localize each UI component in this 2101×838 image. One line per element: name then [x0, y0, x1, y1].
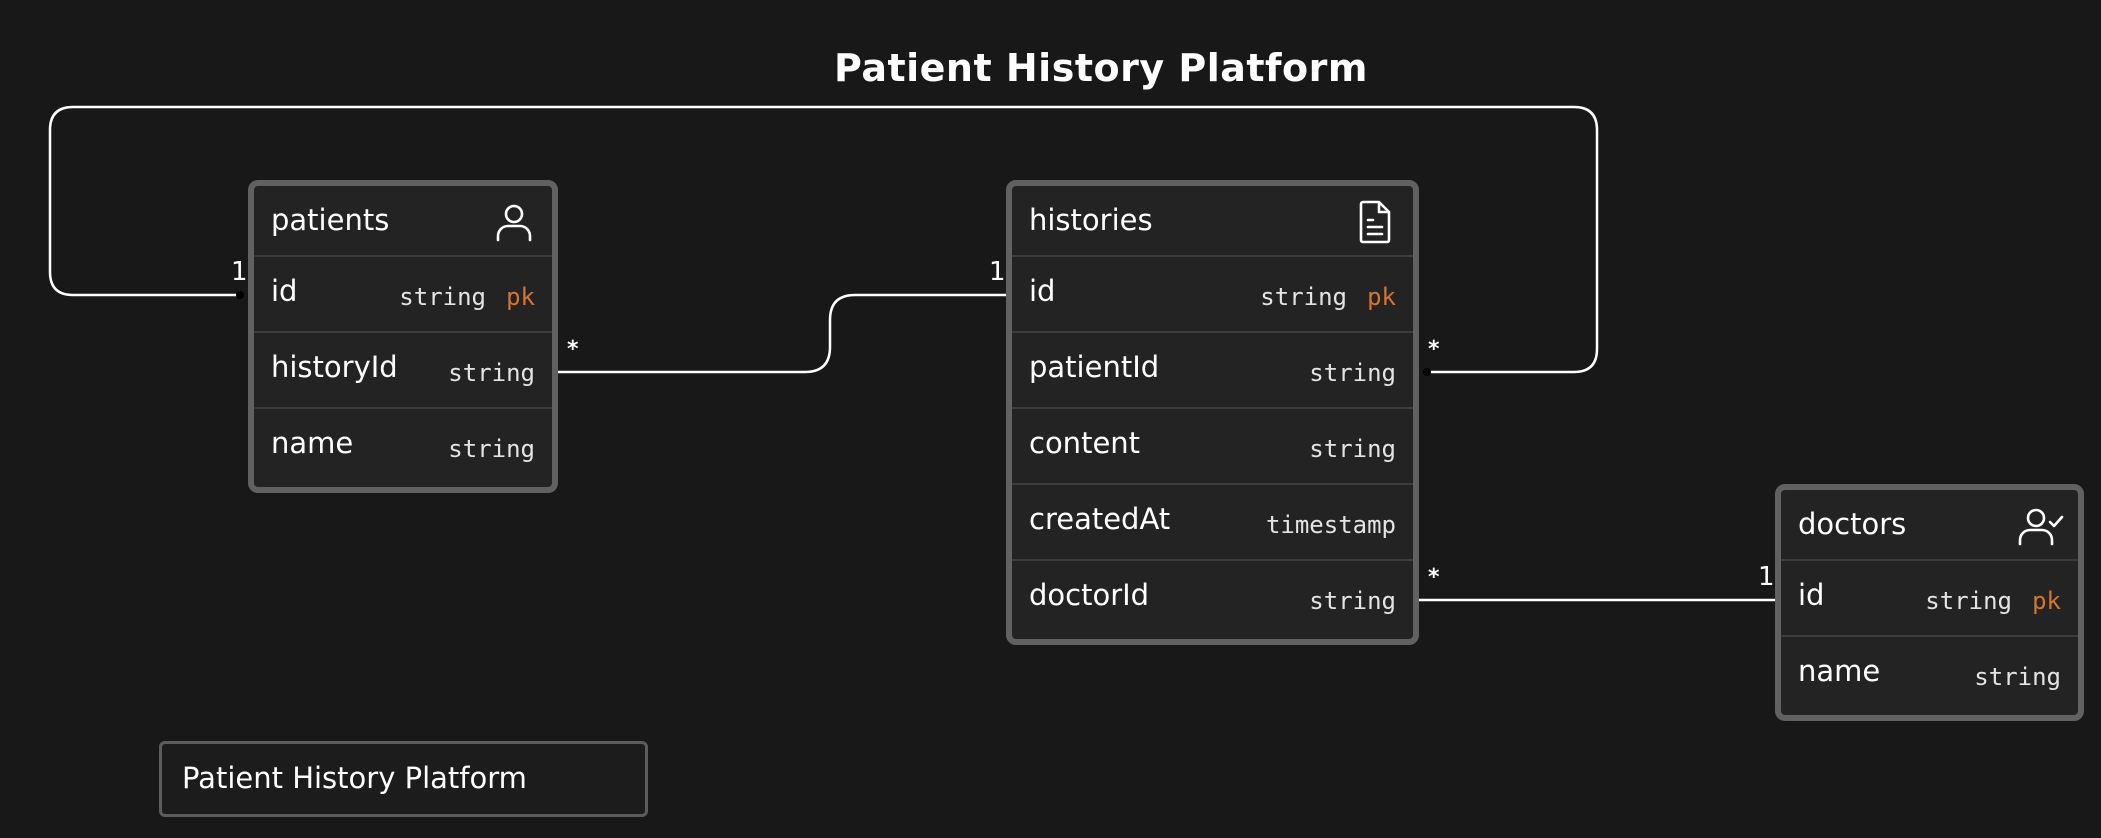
primary-key-badge: pk: [2032, 587, 2061, 615]
user-check-icon: [2018, 508, 2064, 546]
field-type: string: [1260, 283, 1347, 311]
field-name: name: [1798, 654, 1881, 688]
field-type: string: [399, 283, 486, 311]
field-row[interactable]: id string pk: [254, 257, 552, 333]
field-row[interactable]: id string pk: [1012, 257, 1413, 333]
field-name: doctorId: [1029, 578, 1150, 612]
field-row[interactable]: name string: [1781, 637, 2078, 713]
field-name: id: [271, 274, 298, 308]
cardinality-one: 1: [1758, 562, 1775, 592]
field-name: patientId: [1029, 350, 1160, 384]
table-name: patients: [271, 203, 390, 237]
field-type: string: [1309, 359, 1396, 387]
table-header: doctors: [1781, 490, 2078, 561]
cardinality-many: *: [1428, 337, 1440, 362]
field-type: timestamp: [1265, 511, 1396, 539]
table-histories[interactable]: histories id string pk patientId string …: [1006, 180, 1419, 645]
table-header: patients: [254, 186, 552, 257]
user-icon: [496, 204, 532, 242]
field-row[interactable]: historyId string: [254, 333, 552, 409]
field-name: id: [1029, 274, 1056, 308]
cardinality-many: *: [1428, 565, 1440, 590]
field-type: string: [448, 359, 535, 387]
field-name: content: [1029, 426, 1141, 460]
cardinality-one: 1: [231, 257, 248, 287]
relation-patients-historyid-to-histories-id: [550, 293, 1021, 374]
field-type: string: [1925, 587, 2012, 615]
field-row[interactable]: content string: [1012, 409, 1413, 485]
table-patients[interactable]: patients id string pk historyId string n…: [248, 180, 558, 493]
field-row[interactable]: id string pk: [1781, 561, 2078, 637]
field-row[interactable]: createdAt timestamp: [1012, 485, 1413, 561]
table-name: histories: [1029, 203, 1153, 237]
table-header: histories: [1012, 186, 1413, 257]
note-text: Patient History Platform: [182, 761, 527, 795]
field-row[interactable]: doctorId string: [1012, 561, 1413, 637]
cardinality-many: *: [567, 337, 579, 362]
relation-endpoint: [236, 291, 244, 299]
note-box[interactable]: Patient History Platform: [159, 741, 648, 817]
primary-key-badge: pk: [1367, 283, 1396, 311]
relation-histories-patientid-to-patients-id: [48, 105, 1599, 374]
document-icon: [1359, 200, 1391, 244]
field-name: historyId: [271, 350, 398, 384]
field-type: string: [448, 435, 535, 463]
field-name: name: [271, 426, 354, 460]
field-row[interactable]: name string: [254, 409, 552, 485]
field-type: string: [1974, 663, 2061, 691]
field-row[interactable]: patientId string: [1012, 333, 1413, 409]
table-name: doctors: [1798, 507, 1907, 541]
cardinality-one: 1: [989, 257, 1006, 287]
field-name: createdAt: [1029, 502, 1171, 536]
table-doctors[interactable]: doctors id string pk name string: [1775, 484, 2084, 721]
field-type: string: [1309, 587, 1396, 615]
primary-key-badge: pk: [506, 283, 535, 311]
field-name: id: [1798, 578, 1825, 612]
relation-endpoint: [1423, 368, 1431, 376]
diagram-title: Patient History Platform: [834, 46, 1368, 90]
field-type: string: [1309, 435, 1396, 463]
